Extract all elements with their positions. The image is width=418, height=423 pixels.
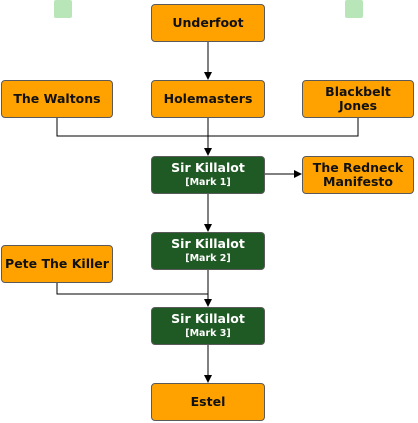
node-blackbelt-jones: Blackbelt Jones	[302, 80, 414, 118]
node-redneck-manifesto-label: The Redneck Manifesto	[312, 159, 404, 189]
node-the-waltons-label: The Waltons	[13, 90, 101, 106]
node-sir-killalot-mark-3-title: Sir Killalot	[171, 311, 245, 327]
node-holemasters: Holemasters	[151, 80, 265, 118]
node-sir-killalot-mark-2: Sir Killalot [Mark 2]	[151, 232, 265, 270]
node-estel: Estel	[151, 383, 265, 421]
node-sir-killalot-mark-2-sub: [Mark 2]	[185, 252, 231, 264]
edge-blackbelt-join	[208, 118, 359, 137]
node-the-waltons: The Waltons	[1, 80, 113, 118]
node-sir-killalot-mark-1: Sir Killalot [Mark 1]	[151, 156, 265, 194]
node-redneck-manifesto: The Redneck Manifesto	[302, 156, 414, 194]
stub-left	[54, 0, 72, 18]
node-blackbelt-jones-label: Blackbelt Jones	[325, 83, 391, 113]
node-holemasters-label: Holemasters	[163, 90, 253, 106]
node-sir-killalot-mark-3-sub: [Mark 3]	[185, 327, 231, 339]
node-pete-the-killer: Pete The Killer	[1, 245, 113, 283]
node-sir-killalot-mark-1-title: Sir Killalot	[171, 160, 245, 176]
edge-waltons-join	[56, 118, 208, 137]
node-underfoot: Underfoot	[151, 4, 265, 42]
node-sir-killalot-mark-3: Sir Killalot [Mark 3]	[151, 307, 265, 345]
node-pete-the-killer-label: Pete The Killer	[5, 255, 109, 271]
edge-pete-join	[56, 283, 208, 295]
node-sir-killalot-mark-2-title: Sir Killalot	[171, 236, 245, 252]
node-estel-label: Estel	[190, 393, 226, 409]
node-sir-killalot-mark-1-sub: [Mark 1]	[185, 176, 231, 188]
stub-right	[345, 0, 363, 18]
node-underfoot-label: Underfoot	[172, 14, 244, 30]
